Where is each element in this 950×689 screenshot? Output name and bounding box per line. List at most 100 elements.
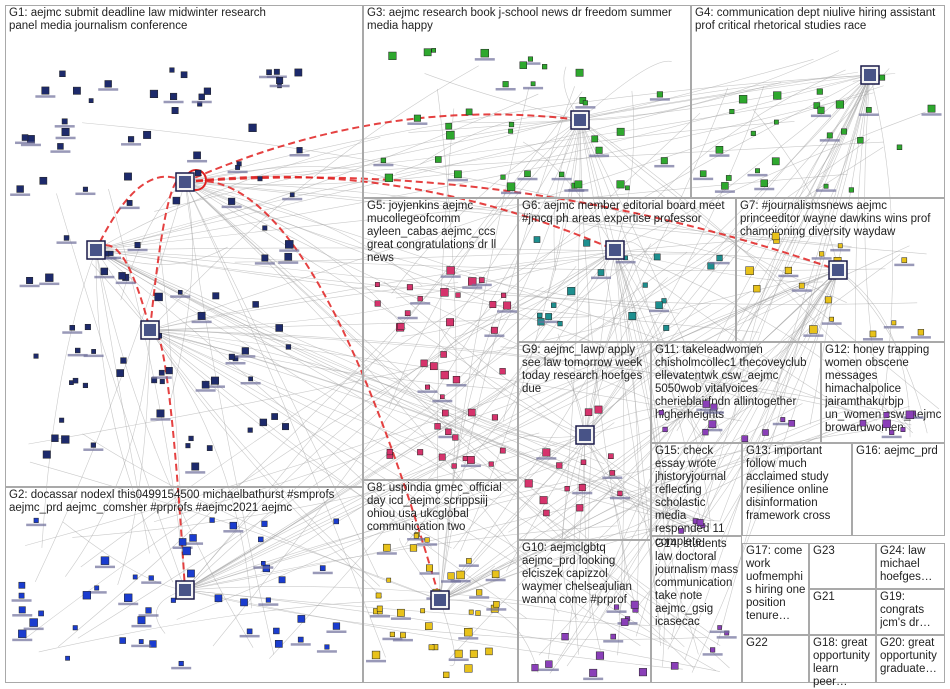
node-label-stub — [204, 385, 225, 388]
node-marker — [258, 536, 264, 543]
node-marker — [445, 428, 452, 435]
node-marker — [386, 577, 392, 583]
node-marker — [469, 649, 478, 658]
node-marker — [420, 359, 428, 367]
edge-line — [453, 434, 586, 550]
node-label-stub — [366, 659, 387, 663]
node-label-stub — [39, 282, 60, 286]
edge-line-highlight — [184, 113, 581, 183]
edge-line — [452, 74, 871, 123]
node-marker — [170, 92, 178, 101]
node-marker — [788, 420, 796, 427]
node-marker — [75, 347, 81, 354]
node-marker — [762, 429, 769, 436]
node-marker — [195, 169, 202, 177]
node-marker — [285, 240, 294, 249]
node-marker — [266, 69, 272, 76]
node-marker — [670, 662, 679, 670]
node-marker — [439, 394, 445, 400]
node-marker — [21, 134, 29, 141]
edge-line — [614, 249, 661, 646]
edge-line — [158, 241, 186, 591]
edge-line — [149, 329, 912, 426]
node-marker — [809, 325, 818, 334]
edge-line — [95, 137, 381, 251]
node-marker — [424, 537, 430, 543]
group-box-g1: G1: aejmc submit deadline law midwinter … — [5, 5, 363, 487]
node-marker — [859, 419, 867, 427]
node-marker — [702, 429, 709, 436]
node-marker — [499, 368, 506, 375]
edge-line — [424, 73, 581, 121]
node-marker — [406, 284, 413, 291]
edge-line — [184, 181, 852, 247]
node-label-stub — [163, 100, 184, 104]
node-label-stub — [714, 190, 735, 193]
node-label-stub — [410, 302, 431, 305]
edge-line — [95, 249, 558, 448]
node-label-stub — [497, 310, 518, 313]
node-label-stub — [501, 191, 522, 195]
node-marker — [430, 362, 438, 371]
node-marker — [476, 589, 483, 596]
node-label-stub — [568, 189, 589, 192]
node-marker — [745, 266, 754, 275]
edge-line — [184, 146, 884, 591]
edge-line — [153, 269, 839, 523]
node-label-stub — [709, 261, 730, 265]
node-marker — [816, 88, 823, 95]
node-marker — [332, 622, 341, 630]
edge-line — [463, 119, 581, 386]
node-marker — [729, 108, 735, 115]
edge-line — [579, 119, 702, 527]
node-marker — [45, 273, 54, 282]
node-marker — [702, 400, 711, 408]
node-marker — [454, 170, 462, 179]
node-label-stub — [223, 530, 244, 533]
edge-line — [567, 434, 586, 640]
edge-line — [154, 74, 871, 212]
node-marker — [127, 136, 135, 143]
node-marker — [235, 165, 241, 170]
edge-line — [439, 308, 499, 601]
group-box-g4: G4: communication dept niulive hiring as… — [691, 5, 945, 198]
node-label-stub — [536, 457, 557, 460]
node-marker — [594, 405, 603, 414]
node-marker — [760, 179, 769, 188]
edge-line — [453, 249, 616, 339]
node-marker — [371, 650, 381, 660]
node-marker — [708, 420, 717, 429]
node-marker — [274, 640, 283, 648]
node-marker — [750, 130, 756, 136]
group-label-g23: G23 — [813, 545, 835, 557]
node-marker — [721, 182, 729, 190]
node-label-stub — [910, 336, 931, 339]
node-marker — [172, 196, 181, 205]
edge-line — [95, 249, 174, 583]
node-marker — [61, 127, 70, 136]
edge-line — [584, 434, 626, 616]
node-marker — [134, 241, 141, 248]
node-marker — [63, 235, 70, 241]
node-marker — [638, 668, 647, 677]
node-marker — [642, 282, 648, 288]
node-label-stub — [290, 643, 311, 646]
node-marker — [126, 200, 133, 206]
node-marker — [819, 251, 825, 257]
node-marker — [265, 597, 271, 603]
group-label-g7: G8: uspindia gmec_official day icd_aejmc… — [367, 482, 505, 533]
node-marker — [132, 574, 138, 580]
node-marker — [699, 170, 707, 177]
node-label-stub — [486, 608, 507, 611]
node-label-stub — [772, 422, 793, 426]
node-label-stub — [150, 418, 171, 421]
edge-line — [184, 429, 875, 591]
node-marker — [662, 426, 668, 433]
node-label-stub — [259, 75, 280, 79]
edge-line — [614, 249, 884, 434]
node-label-stub — [121, 143, 142, 146]
node-label-stub — [702, 653, 723, 656]
node-marker — [901, 257, 908, 263]
node-label-stub — [67, 353, 88, 357]
